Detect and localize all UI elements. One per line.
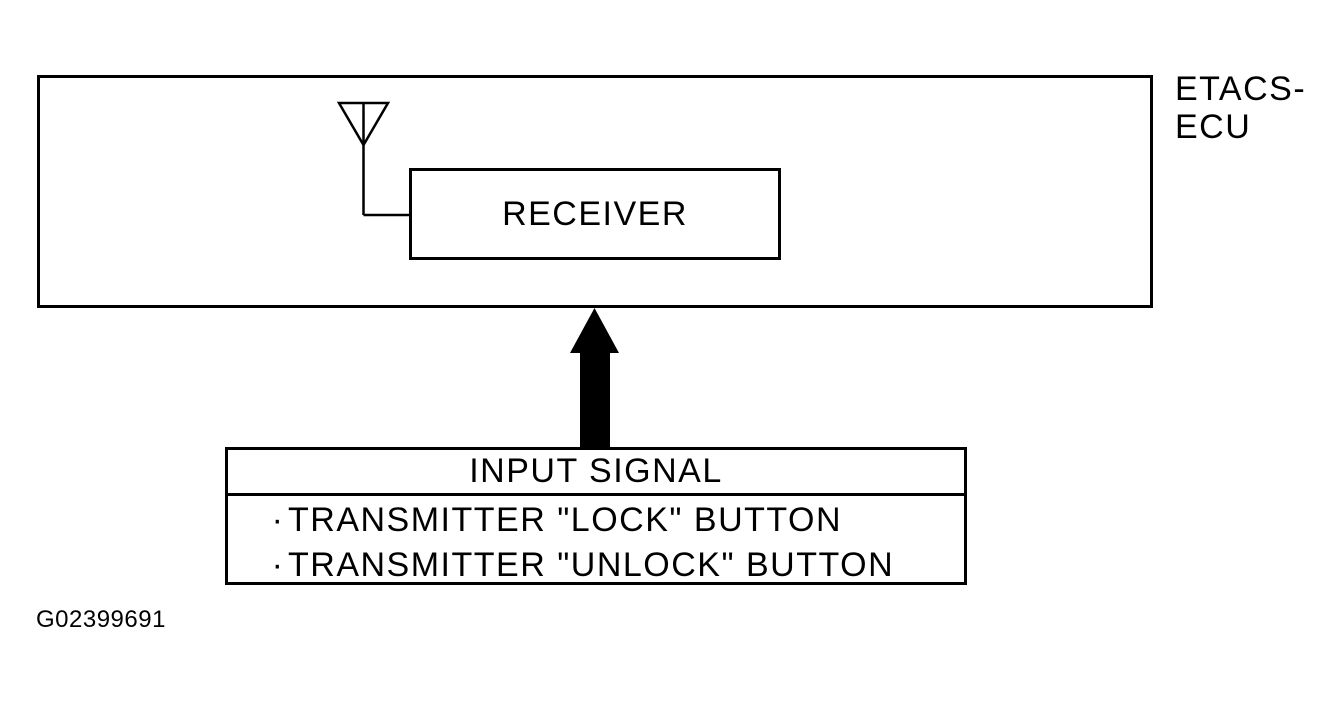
input-signal-item-lock: TRANSMITTER "LOCK" BUTTON [288,501,843,539]
etacs-ecu-label: ETACS- ECU [1175,70,1306,146]
list-item: · TRANSMITTER "UNLOCK" BUTTON [228,543,964,588]
list-item: · TRANSMITTER "LOCK" BUTTON [228,498,964,543]
bullet-icon: · [271,546,285,584]
receiver-label: RECEIVER [502,194,688,233]
bullet-icon: · [271,501,285,539]
input-signal-body: · TRANSMITTER "LOCK" BUTTON · TRANSMITTE… [228,496,964,588]
input-signal-box: INPUT SIGNAL · TRANSMITTER "LOCK" BUTTON… [225,447,967,585]
input-signal-title: INPUT SIGNAL [469,452,723,490]
receiver-box: RECEIVER [409,168,781,260]
input-signal-item-unlock: TRANSMITTER "UNLOCK" BUTTON [288,546,895,584]
figure-id: G02399691 [36,606,166,633]
etacs-ecu-label-line2: ECU [1175,108,1252,146]
etacs-ecu-label-line1: ETACS- [1175,70,1307,108]
arrow-up-icon [570,308,619,447]
input-signal-header: INPUT SIGNAL [228,450,964,496]
